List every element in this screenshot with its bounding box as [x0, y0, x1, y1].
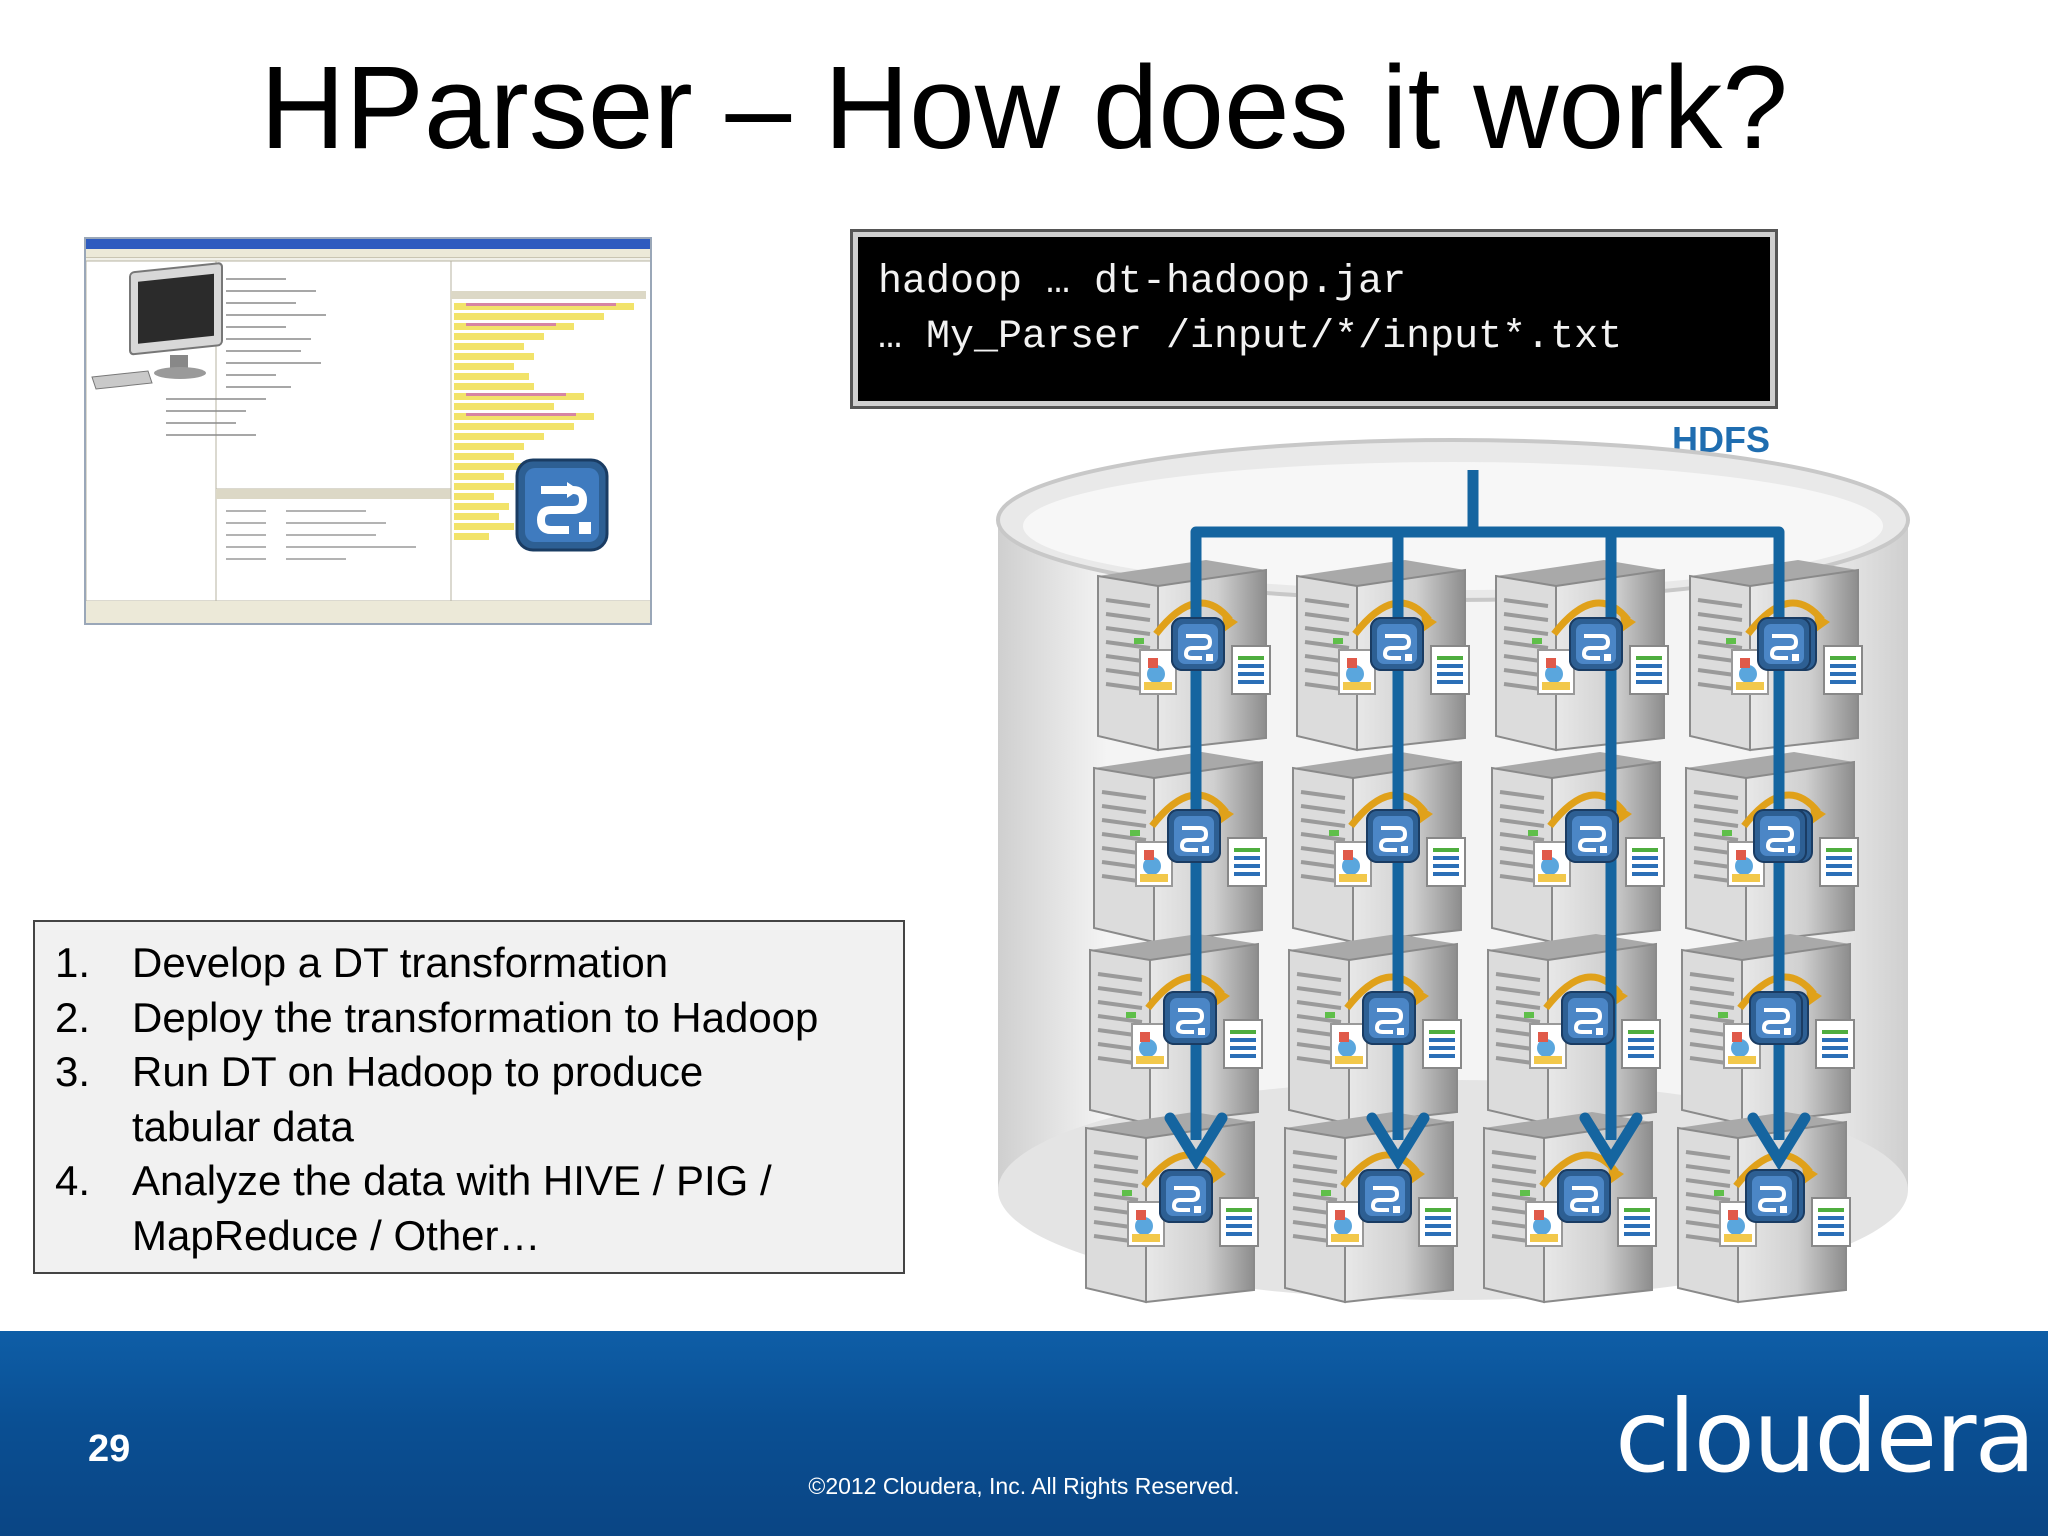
- slide-title: HParser – How does it work?: [259, 42, 1788, 174]
- step-number: 4.: [55, 1157, 91, 1204]
- command-line-2: … My_Parser /input/*/input*.txt: [878, 315, 1623, 360]
- desktop-computer-icon: [91, 262, 223, 390]
- step-text: Run DT on Hadoop to produce tabular data: [132, 1048, 704, 1150]
- command-line-1: hadoop … dt-hadoop.jar: [878, 260, 1407, 305]
- step-1: 1. Develop a DT transformation: [55, 936, 883, 991]
- screenshot-panels: [86, 260, 650, 623]
- app-screenshot: [84, 237, 652, 625]
- steps-box: 1. Develop a DT transformation 2. Deploy…: [33, 920, 905, 1274]
- copyright-text: ©2012 Cloudera, Inc. All Rights Reserved…: [808, 1473, 1240, 1499]
- page-number: 29: [88, 1428, 131, 1470]
- transformation-icon: [515, 458, 609, 552]
- step-text: Analyze the data with HIVE / PIG / MapRe…: [132, 1157, 772, 1259]
- cloudera-logo: cloudera: [1615, 1378, 2036, 1495]
- step-number: 3.: [55, 1048, 91, 1095]
- step-number: 1.: [55, 939, 91, 986]
- step-3: 3. Run DT on Hadoop to produce tabular d…: [55, 1045, 883, 1154]
- window-titlebar: [86, 239, 650, 249]
- step-text: Develop a DT transformation: [132, 939, 669, 986]
- arrow-heads: [1164, 1112, 1811, 1171]
- step-2: 2. Deploy the transformation to Hadoop: [55, 991, 883, 1046]
- step-number: 2.: [55, 993, 91, 1041]
- step-4: 4. Analyze the data with HIVE / PIG / Ma…: [55, 1154, 883, 1263]
- step-text: Deploy the transformation to Hadoop: [132, 993, 819, 1041]
- command-box: hadoop … dt-hadoop.jar … My_Parser /inpu…: [850, 229, 1778, 409]
- window-menubar: [86, 249, 650, 258]
- hdfs-cluster-diagram: [996, 438, 1910, 1330]
- footer-bar: [0, 1331, 2048, 1536]
